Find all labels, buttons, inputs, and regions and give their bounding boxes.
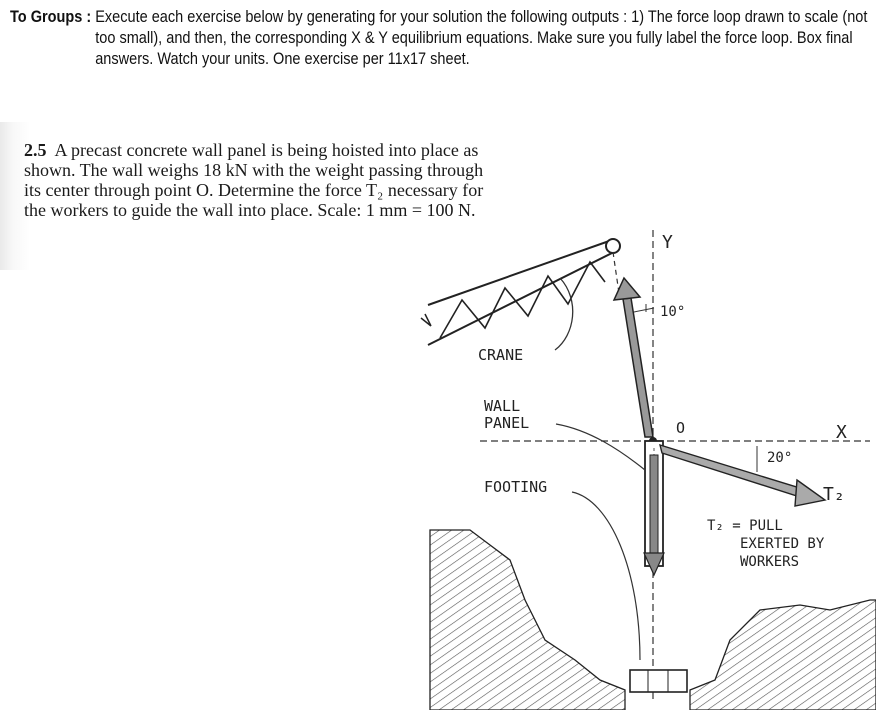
crane-boom: [420, 238, 621, 346]
t2-force-arrow: [659, 443, 827, 507]
t2-label: T₂: [823, 484, 845, 505]
crane-leader: [554, 277, 574, 351]
wall-label-2: PANEL: [484, 414, 529, 432]
note-line-3: WORKERS: [740, 554, 799, 570]
instructions: To Groups : Execute each exercise below …: [10, 7, 868, 70]
y-axis-label: Y: [662, 232, 673, 253]
ground-left: [429, 529, 626, 710]
angle-top-label: 10°: [660, 304, 685, 320]
x-axis-label: X: [836, 422, 847, 443]
weight-arrow: [643, 454, 665, 577]
instructions-lead: To Groups :: [10, 8, 92, 26]
problem-text: A precast concrete wall panel is being h…: [24, 140, 484, 220]
crane-label: CRANE: [478, 346, 523, 364]
instructions-body: Execute each exercise below by generatin…: [95, 8, 868, 68]
point-o-label: O: [676, 419, 685, 437]
problem-number: 2.5: [24, 140, 47, 160]
footing-box: [629, 669, 688, 693]
wall-label-1: WALL: [484, 397, 520, 415]
note-line-2: EXERTED BY: [740, 536, 825, 552]
problem-margin-bar: [0, 122, 12, 270]
footing-label: FOOTING: [484, 478, 547, 496]
ground-right: [689, 599, 876, 710]
wall-leader: [555, 423, 646, 471]
footing-leader: [571, 491, 641, 661]
problem-background: [0, 122, 505, 270]
cable-tension-arrow: [612, 276, 654, 438]
angle-right-label: 20°: [767, 450, 792, 466]
note-line-1: T₂ = PULL: [707, 518, 783, 534]
